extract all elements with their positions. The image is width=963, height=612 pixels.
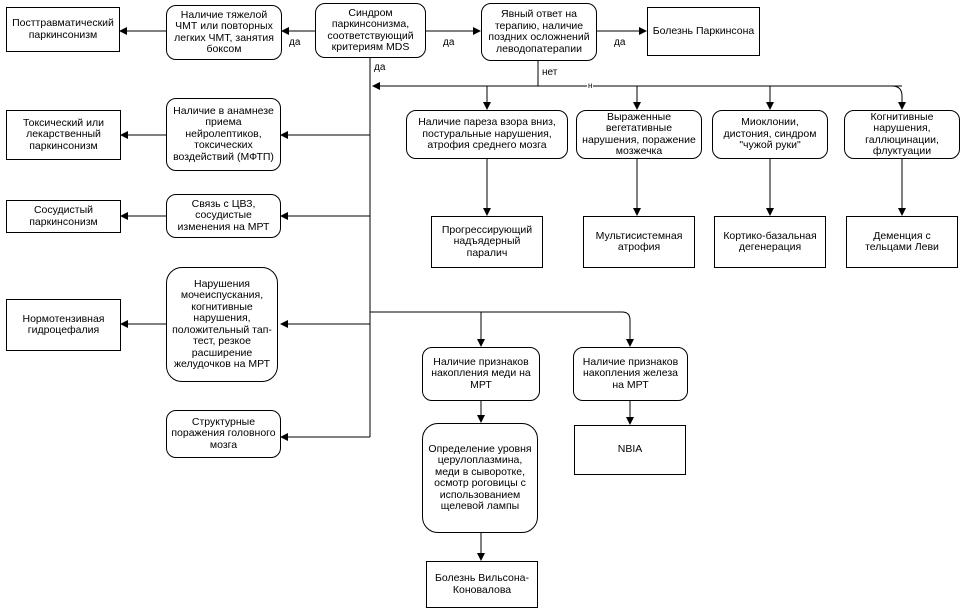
node-msa: Мультисистемная атрофия — [583, 216, 695, 268]
node-myoclonus: Миоклонии, дистония, синдром "чужой руки… — [712, 110, 828, 159]
node-dlb: Деменция с тельцами Леви — [846, 216, 958, 268]
node-ceruloplasmin-test: Определение уровня церулоплазмина, меди … — [422, 423, 538, 533]
edge-label-yes-pd: да — [613, 37, 627, 48]
node-parkinsons-disease: Болезнь Паркинсона — [647, 7, 760, 56]
edge-label-small-mark: н — [587, 81, 594, 90]
node-nph-signs: Нарушения мочеиспускания, когнитивные на… — [166, 267, 278, 382]
node-mds-syndrome: Синдром паркинсонизма, соответствующий к… — [315, 3, 426, 58]
node-cognitive: Когнитивные нарушения, галлюцинации, флу… — [844, 110, 960, 159]
node-gaze-palsy: Наличие пареза взора вниз, постуральные … — [406, 110, 568, 159]
node-nbia: NBIA — [574, 425, 686, 475]
node-structural-lesions: Структурные поражения головного мозга — [166, 410, 281, 458]
edge-label-no: нет — [541, 67, 559, 78]
node-tbi: Наличие тяжелой ЧМТ или повторных легких… — [166, 5, 282, 60]
node-post-traumatic-parkinsonism: Посттравматический паркинсонизм — [6, 7, 120, 52]
node-psp: Прогрессирующий надъядерный паралич — [431, 216, 543, 268]
node-iron-mri: Наличие признаков накопления железа на М… — [573, 347, 688, 401]
node-cbd: Кортико-базальная дегенерация — [714, 216, 826, 268]
metal-branch-corner — [621, 311, 631, 321]
node-vascular-parkinsonism: Сосудистый паркинсонизм — [6, 200, 121, 233]
node-autonomic: Выраженные вегетативные нарушения, пораж… — [576, 110, 702, 159]
node-normotensive-hydrocephalus: Нормотензивная гидроцефалия — [6, 299, 121, 351]
node-wilson-disease: Болезнь Вильсона-Коновалова — [426, 561, 538, 608]
edge-label-yes-down: да — [373, 62, 387, 73]
edge-to-cognitive — [891, 85, 906, 110]
node-toxic-parkinsonism: Токсический или лекарственный паркинсони… — [6, 110, 121, 160]
edge-label-yes-tbi: да — [288, 37, 302, 48]
node-neuroleptics-history: Наличие в анамнезе приема нейролептиков,… — [166, 98, 281, 171]
node-therapy-response: Явный ответ на терапию, наличие поздних … — [481, 3, 597, 61]
node-copper-mri: Наличие признаков накопления меди на МРТ — [422, 347, 540, 401]
edge-label-yes-response: да — [442, 37, 456, 48]
node-cvd-mri: Связь с ЦВЗ, сосудистые изменения на МРТ — [166, 194, 281, 238]
